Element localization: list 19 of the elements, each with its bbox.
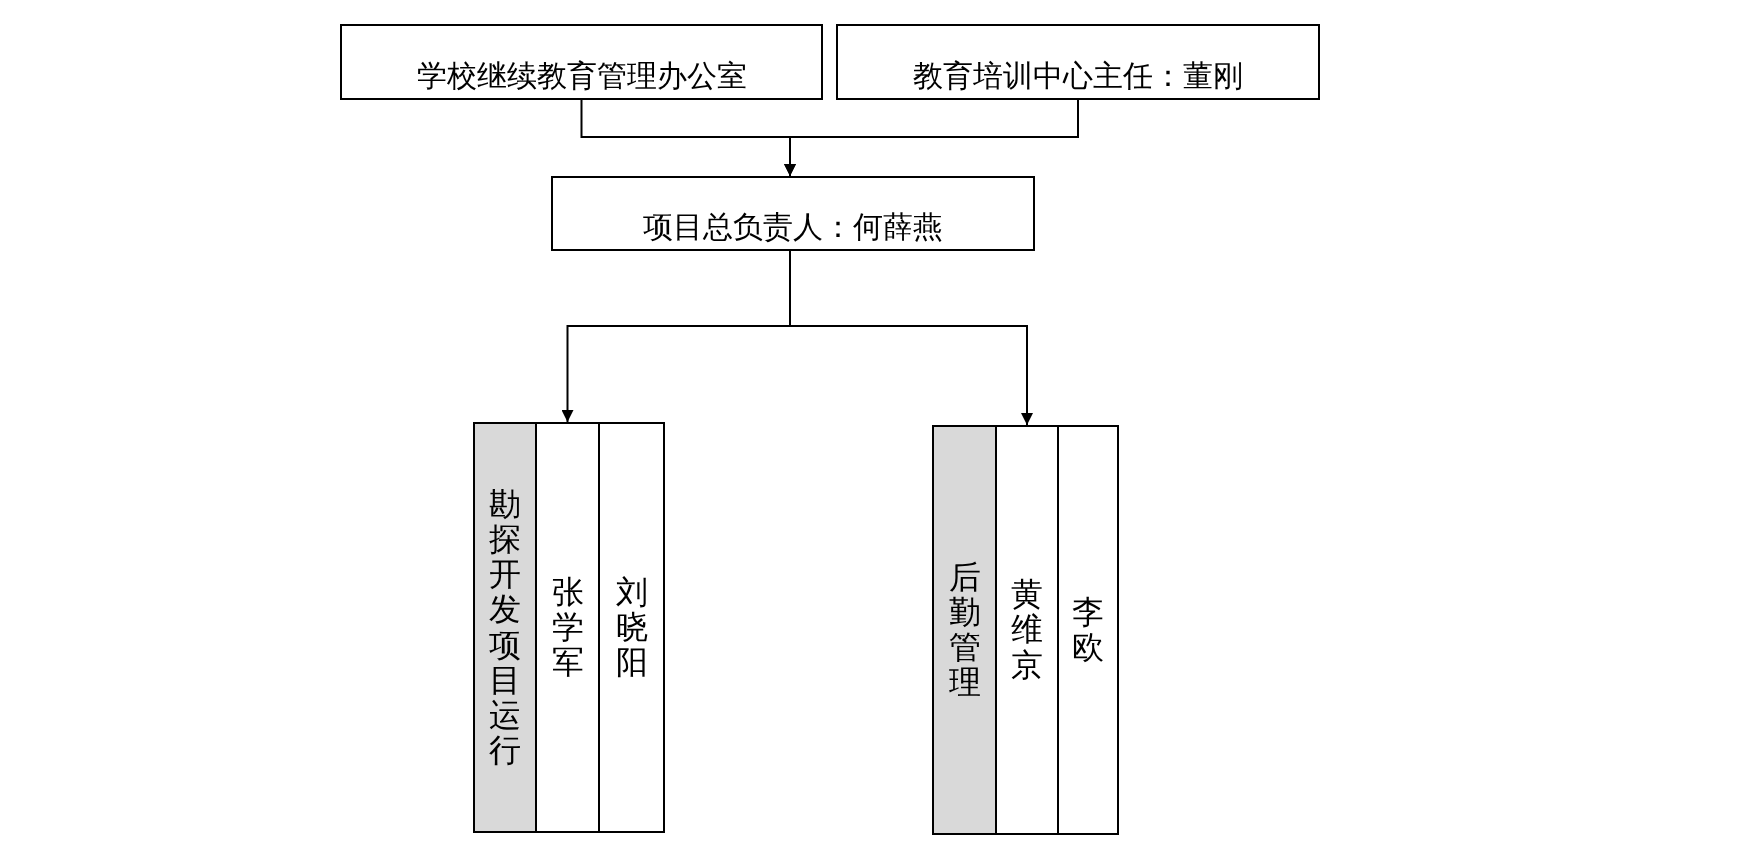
org-box xyxy=(551,176,1035,251)
column-label: 刘晓阳 xyxy=(615,574,648,681)
group-header-column xyxy=(932,425,997,835)
member-column xyxy=(1057,425,1119,835)
column-label: 李欧 xyxy=(1072,594,1104,666)
column-label: 后勤管理 xyxy=(948,559,981,701)
arrow xyxy=(784,99,1079,177)
member-column xyxy=(598,422,665,833)
org-box xyxy=(836,24,1320,100)
org-box xyxy=(340,24,823,100)
column-label: 勘探开发项目运行 xyxy=(489,486,521,769)
box-label: 项目总负责人：何薛燕 xyxy=(643,207,943,245)
box-label: 教育培训中心主任：董刚 xyxy=(913,56,1243,94)
member-column xyxy=(995,425,1059,835)
group-header-column xyxy=(473,422,537,833)
member-column xyxy=(535,422,600,833)
box-label: 学校继续教育管理办公室 xyxy=(416,56,747,94)
column-label: 黄维京 xyxy=(1011,577,1043,683)
column-label: 张学军 xyxy=(551,574,584,681)
